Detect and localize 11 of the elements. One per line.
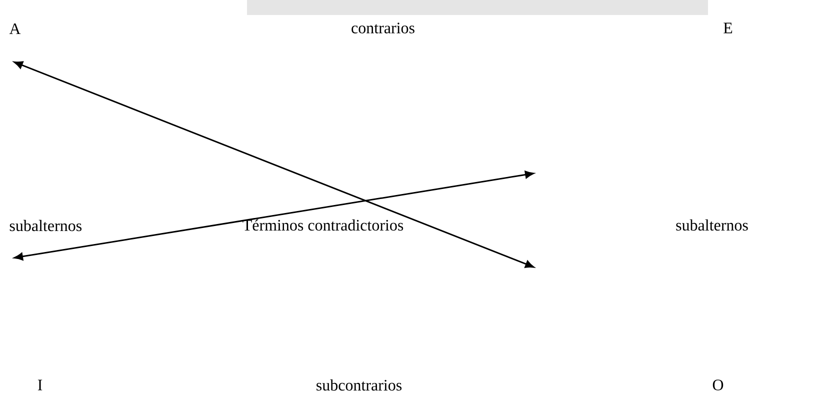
term-label: I <box>38 380 42 390</box>
term-label: E <box>724 22 732 34</box>
term-label: Términos contradictorios <box>242 219 404 231</box>
term-label: subalternos <box>676 219 748 231</box>
term-label: subcontrarios <box>316 379 402 391</box>
term-text: subalternos <box>10 220 82 232</box>
arrow <box>14 61 534 268</box>
arrow <box>14 170 534 260</box>
term-text: A <box>9 23 21 34</box>
term-label: O <box>712 380 724 390</box>
term-label: contrarios <box>352 22 414 34</box>
